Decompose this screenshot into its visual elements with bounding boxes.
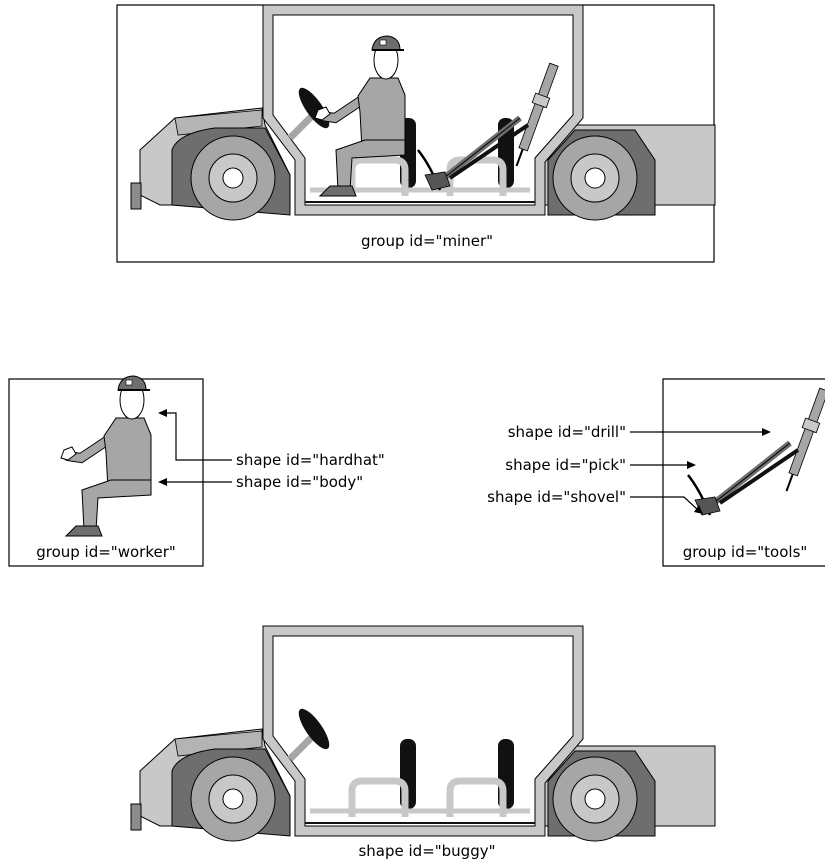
pick-label: shape id="pick" <box>505 456 626 474</box>
body-label: shape id="body" <box>236 473 363 491</box>
buggy-label: shape id="buggy" <box>358 842 495 860</box>
tools-group-frame <box>663 379 825 566</box>
worker-group-label: group id="worker" <box>36 543 176 561</box>
shovel-label: shape id="shovel" <box>487 488 626 506</box>
drill-label: shape id="drill" <box>508 423 626 441</box>
hardhat-label: shape id="hardhat" <box>236 451 385 469</box>
buggy-shape <box>131 626 715 841</box>
worker-group-frame <box>9 379 203 566</box>
tools-group-label: group id="tools" <box>683 543 808 561</box>
miner-group-label: group id="miner" <box>361 232 493 250</box>
